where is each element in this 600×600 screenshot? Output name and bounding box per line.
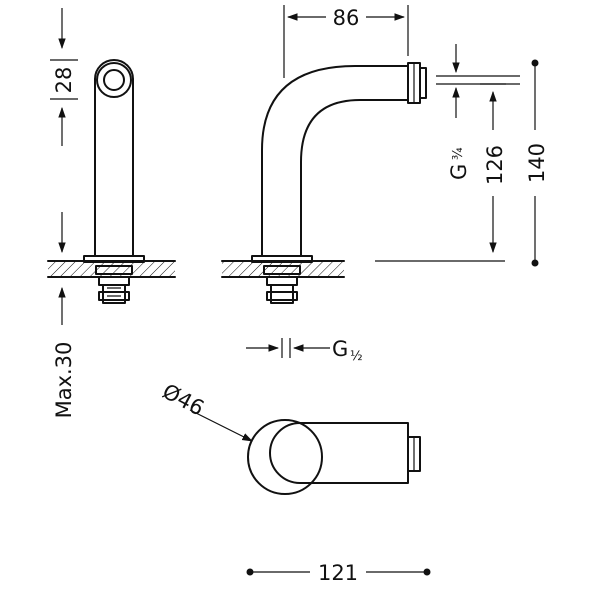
mount-nut-upper (95, 265, 133, 275)
spout-inner-curve (300, 99, 409, 257)
spout-top-outline (94, 59, 134, 80)
base-flange (83, 255, 145, 263)
outlet-aerator (419, 67, 427, 99)
dim-outlet-thread: G ¾ (436, 44, 520, 180)
dim-inlet-thread: G ½ (246, 337, 363, 364)
dim-max-mount: Max.30 (52, 212, 76, 418)
side-nut-upper (263, 265, 301, 275)
dim-inlet-thread-label: G (332, 337, 348, 361)
wall-section (48, 261, 175, 277)
front-view: 28 Max.30 (47, 8, 176, 418)
base-plate-outline (247, 419, 323, 495)
side-view: 86 G ¾ 126 140 (221, 5, 549, 364)
dim-outlet-thread-label: G (447, 164, 471, 180)
mount-nut (98, 276, 130, 286)
dim-height-mid-label: 126 (483, 145, 507, 185)
dim-front-height-label: 28 (52, 67, 76, 94)
lock-nut (98, 291, 130, 301)
side-mount-nut (266, 276, 298, 286)
dim-max-mount-label: Max.30 (52, 342, 76, 419)
side-wall-section (222, 261, 344, 277)
inlet-thread (102, 284, 126, 304)
dim-length-label: 121 (318, 561, 358, 585)
dim-height-total: 140 (525, 59, 549, 267)
spout-outer-curve (261, 65, 409, 257)
dim-height-total-label: 140 (525, 143, 549, 183)
side-base-flange (251, 255, 313, 263)
dim-top-width: 86 (283, 5, 409, 78)
dim-height-mid: 126 (480, 83, 507, 254)
spout-top-outline-shape (269, 422, 409, 484)
dim-diameter-label: Ø46 (159, 379, 208, 421)
spout-outlet-bore (103, 69, 125, 91)
dim-top-width-label: 86 (333, 6, 360, 30)
dim-inlet-thread-fraction: ½ (350, 349, 363, 364)
top-view: Ø46 121 (159, 379, 431, 585)
dim-outlet-thread-fraction: ¾ (451, 147, 466, 160)
thread-lines (107, 287, 121, 297)
side-inlet-thread (270, 284, 294, 304)
dim-front-height: 28 (50, 8, 78, 146)
spout-outlet-ring (96, 62, 132, 98)
dim-diameter: Ø46 (159, 379, 253, 442)
side-lock-nut (266, 291, 298, 301)
dim-length: 121 (246, 561, 431, 585)
spout-tube (94, 78, 134, 257)
